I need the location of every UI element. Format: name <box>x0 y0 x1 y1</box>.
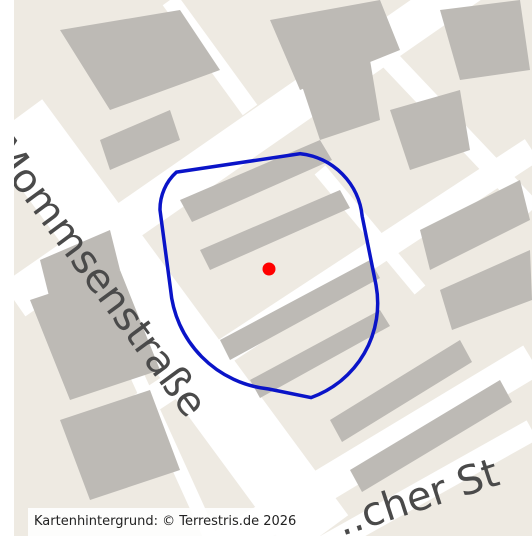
building-block <box>330 340 472 442</box>
location-point-icon[interactable] <box>262 262 276 276</box>
building-block <box>60 10 220 110</box>
building-block <box>60 390 180 500</box>
building-block <box>30 270 160 400</box>
buffer-outline[interactable] <box>158 151 380 400</box>
road-mommsenstrasse <box>14 99 349 536</box>
building-block <box>390 90 470 170</box>
building-block <box>220 260 380 360</box>
building-block <box>100 110 180 170</box>
road-bottom-diagonal <box>320 420 532 536</box>
building-block <box>270 0 400 90</box>
road-cross-center <box>314 165 426 295</box>
building-block <box>250 310 390 398</box>
building-block <box>440 250 532 330</box>
building-block <box>440 0 530 80</box>
building-block <box>200 190 350 270</box>
map-attribution: Kartenhintergrund: © Terrestris.de 2026 <box>28 508 303 536</box>
building-block <box>420 180 530 270</box>
map-canvas[interactable]: Mommsenstraße ..cher St <box>14 0 532 536</box>
building-block <box>180 140 332 222</box>
map-viewport[interactable]: Mommsenstraße ..cher St <box>14 0 532 536</box>
building-block <box>350 380 512 492</box>
building-layer <box>30 0 532 500</box>
building-block <box>40 230 120 300</box>
building-block <box>300 60 380 140</box>
